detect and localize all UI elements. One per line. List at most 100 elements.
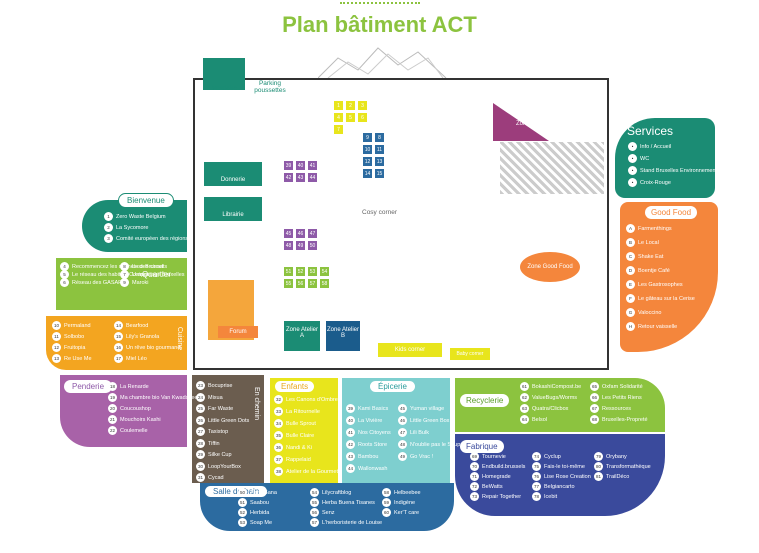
vendor-name: Ker'T care [394, 509, 420, 516]
stand-square: 51 [283, 266, 294, 277]
service-item: •Stand Bruxelles Environnement [628, 166, 717, 175]
vendor-name: BokashiCompost.be [532, 383, 582, 390]
vendor-name: Bambou [358, 453, 379, 460]
quartier-title: Quartier [142, 270, 171, 279]
vendor-name: Les Canons d'Ombre [286, 396, 338, 403]
vendor-name: Ressources [602, 405, 632, 412]
stand-letter: D [626, 266, 635, 275]
service-label: Info / Accueil [640, 143, 672, 150]
stand-square: 50 [307, 240, 318, 251]
baby-corner: Baby corner [450, 348, 490, 360]
stand-number: 17 [114, 354, 123, 363]
epicerie-panel [342, 378, 450, 483]
vendor-name: Quatra/Clicbox [532, 405, 569, 412]
stand-square: 7 [333, 124, 344, 135]
stand-number: 37 [274, 455, 283, 464]
vendor-name: Le gâteau sur la Cerise [638, 295, 695, 302]
vendor-name: Tiffin [208, 440, 220, 447]
vendor-name: Helbeebee [394, 489, 421, 496]
stand-number: 71 [470, 472, 479, 481]
vendor-name: La Renarde [120, 383, 149, 390]
stand-square: 49 [295, 240, 306, 251]
stand-number: 30 [196, 461, 205, 471]
vendor-name: Alma Sana [250, 489, 277, 496]
vendor-name: Les Petits Riens [602, 394, 642, 401]
stand-number: 8 [120, 262, 129, 271]
stand-number: 38 [274, 467, 283, 476]
stand-number: 12 [52, 343, 61, 352]
vendor-name: Lili Bulk [410, 429, 429, 436]
vendor-name: Bulle Sprout [286, 420, 316, 427]
vendor-name: Bocuprise [208, 382, 233, 389]
vendor-name: Belsol [532, 416, 547, 423]
stand-square: 9 [362, 132, 373, 143]
stand-number: 9 [120, 278, 129, 287]
vendor-name: Coucoushop [120, 405, 151, 412]
service-item: •Croix-Rouge [628, 178, 671, 187]
stand-number: 28 [196, 438, 205, 448]
stand-number: 10 [52, 321, 61, 330]
vendor-name: Cycad [208, 474, 224, 481]
stand-square: 44 [307, 172, 318, 183]
vendor-name: Less Brussel [132, 263, 164, 270]
vendor-name: Permaland [64, 322, 91, 329]
stand-number: 40 [346, 416, 355, 425]
vestiaire-label: Vestiaire [212, 85, 237, 92]
stand-square: 2 [345, 100, 356, 111]
stand-number: 24 [196, 392, 205, 402]
stand-square: 45 [283, 228, 294, 239]
stand-number: 72 [470, 482, 479, 491]
stand-square: 39 [283, 160, 294, 171]
stand-number: 59 [382, 498, 391, 507]
vendor-name: Repair Together [482, 493, 522, 500]
stand-number: 45 [398, 404, 407, 413]
vendor-name: Solbobo [64, 333, 85, 340]
stand-number: 70 [470, 462, 479, 471]
stand-number: 47 [398, 428, 407, 437]
stand-square: 10 [362, 144, 373, 155]
stand-number: 27 [196, 427, 205, 436]
service-item: •WC [628, 154, 649, 163]
stand-square: 12 [362, 156, 373, 167]
stand-square: 4 [333, 112, 344, 123]
stand-square: 13 [374, 156, 385, 167]
stand-number: 13 [52, 354, 61, 363]
stand-number: 36 [274, 443, 283, 452]
bienvenue-panel [82, 200, 187, 252]
stand-number: 52 [238, 508, 247, 517]
stand-square: 57 [307, 278, 318, 289]
stand-number: 56 [310, 508, 319, 517]
stand-number: 31 [196, 473, 205, 482]
stand-number: 66 [590, 393, 599, 402]
vendor-name: Mouchoirs Kashi [120, 416, 161, 423]
vendor-name: Go Vrac ! [410, 453, 434, 460]
stand-number: 23 [196, 381, 205, 390]
